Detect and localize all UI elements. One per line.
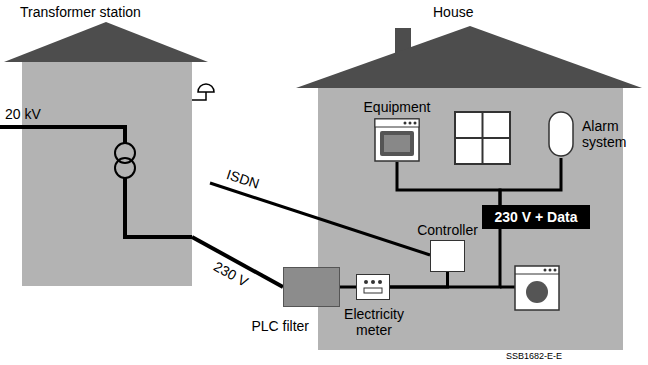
node-label: House [433,4,473,20]
power-wire [500,158,561,205]
figure-id: SSB1682-E-E [506,351,562,362]
washer-door [526,281,548,303]
washer-knob [554,269,557,272]
lv-line [125,178,192,237]
washing-machine [515,266,559,310]
oven-icon [374,118,420,162]
washer-wire [500,286,515,289]
house: HouseElectricity meterControllerEquipmen… [318,86,623,350]
washer-panel [515,274,559,275]
line-label: ISDN [225,166,262,192]
house-roof [296,26,642,88]
controller: Controller [430,240,465,272]
antenna-dome [198,84,214,92]
voltage-label: 20 kV [5,106,41,122]
node-label: PLC filter [251,318,309,334]
node-label: Alarm system [582,118,640,150]
node-label: Controller [417,222,478,238]
station-body [22,58,192,286]
node-label: Transformer station [20,4,141,20]
power-wire [340,286,356,289]
transformer-coil [115,158,135,178]
window-bar [455,137,510,139]
plc-filter: PLC filter [283,267,340,307]
transformer-station: Transformer station [22,58,192,286]
electricity-meter: Electricity meter [356,274,390,300]
dots-icon [358,276,388,298]
node-label: Equipment [364,99,431,115]
node-label: Electricity meter [336,306,412,338]
antenna-stem [192,92,206,100]
capsule-icon [548,111,574,157]
equipment: Equipment [350,99,444,162]
washer-knob [544,269,547,272]
cable-label: 230 V [211,258,251,290]
station-roof [4,22,208,62]
node-label: 230 V + Data [495,209,578,225]
power-wire [390,272,448,287]
washer-knob [549,269,552,272]
hv-line [0,127,125,143]
alarm-system: Alarm system [548,110,644,158]
house-body [318,86,623,350]
window [455,112,510,164]
isdn-line [210,183,430,255]
power-wire [397,162,500,205]
data-band: 230 V + Data [482,205,590,229]
